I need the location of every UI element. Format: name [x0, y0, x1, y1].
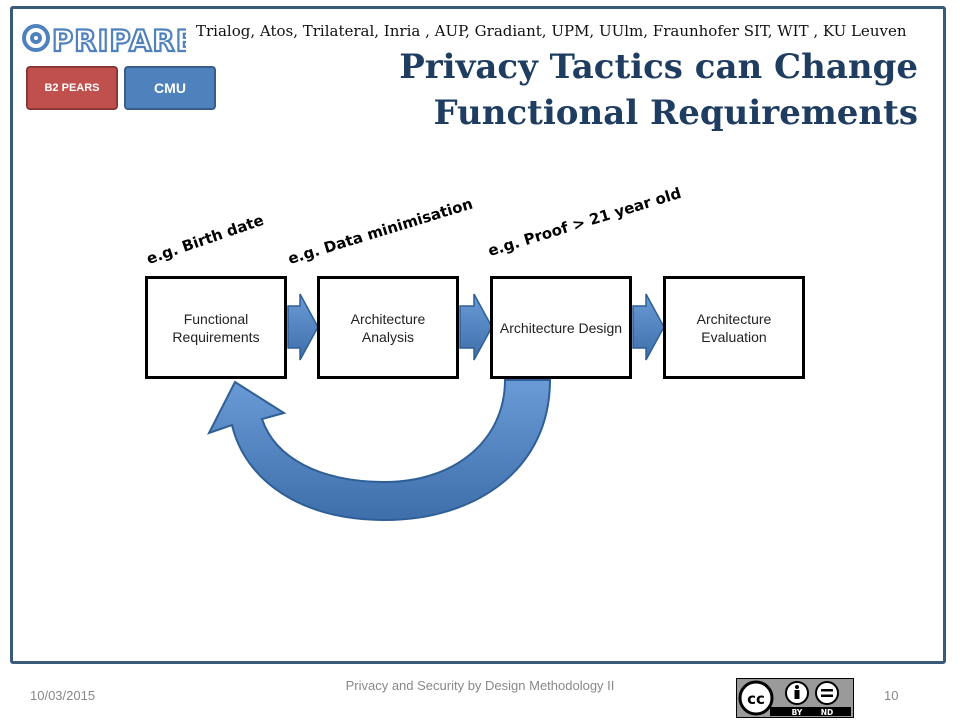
- footer-date: 10/03/2015: [30, 688, 96, 703]
- cc-icon: cc: [738, 680, 774, 716]
- page-number: 10: [884, 688, 899, 703]
- box-architecture-analysis: Architecture Analysis: [317, 276, 459, 379]
- pripare-logo-icon: [22, 24, 50, 52]
- footer-title: Privacy and Security by Design Methodolo…: [345, 678, 615, 693]
- title-line-2: Functional Requirements: [433, 93, 919, 133]
- slide-frame: [10, 6, 946, 664]
- box-architecture-evaluation: Architecture Evaluation: [663, 276, 805, 379]
- partner-list: Trialog, Atos, Trilateral, Inria , AUP, …: [196, 22, 907, 40]
- no-derivatives-icon: [815, 681, 839, 705]
- svg-text:cc: cc: [747, 690, 765, 708]
- box-functional-requirements: Functional Requirements: [145, 276, 287, 379]
- tag-cmu: CMU: [124, 66, 216, 110]
- cc-nd-label: ND: [821, 708, 834, 717]
- cc-license-badge[interactable]: cc BY ND: [736, 678, 854, 718]
- box-architecture-design: Architecture Design: [490, 276, 632, 379]
- flow-arrow-3: [632, 293, 665, 361]
- attribution-icon: [785, 681, 809, 705]
- cc-by-label: BY: [792, 708, 803, 717]
- pripare-logo-text: PRIPARE: [52, 24, 186, 58]
- page-title: Privacy Tactics can Change Functional Re…: [399, 44, 918, 136]
- feedback-arrow: [206, 379, 552, 522]
- flow-arrow-1: [287, 293, 319, 361]
- tag-b2-pears: B2 PEARS: [26, 66, 118, 110]
- pripare-logo: PRIPARE: [22, 23, 186, 58]
- title-line-1: Privacy Tactics can Change: [399, 47, 918, 87]
- flow-arrow-2: [459, 293, 493, 361]
